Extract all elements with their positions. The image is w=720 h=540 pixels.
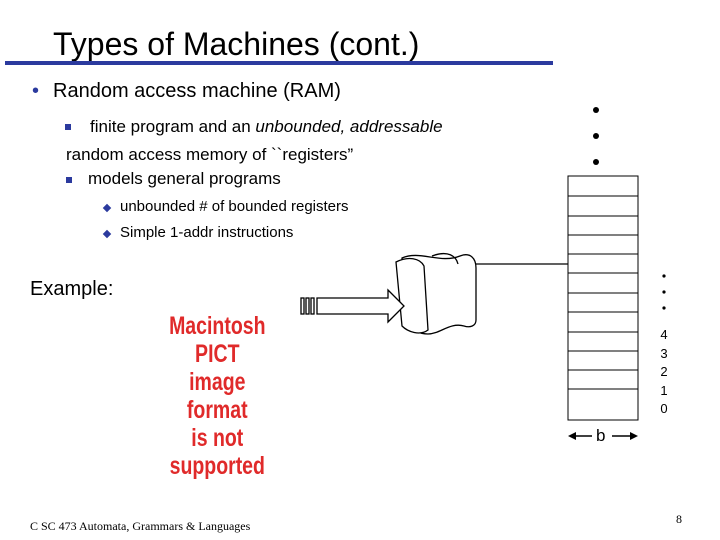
example-label: Example: (30, 278, 114, 300)
ellipsis-dot (593, 107, 599, 113)
square-bullet-icon (65, 124, 71, 130)
sub1-text-part1: finite program and an (90, 117, 256, 136)
register-index: 3 (660, 346, 668, 361)
b-width-arrow (568, 432, 638, 440)
slide-title: Types of Machines (cont.) (53, 26, 420, 62)
title-underline (5, 61, 553, 65)
sub1-text-italic: unbounded, addressable (255, 117, 443, 136)
page-number: 8 (676, 512, 682, 526)
sub-bullet-models: models general programs (66, 169, 281, 189)
bullet-ram-text: Random access machine (RAM) (53, 80, 341, 102)
bullet-ram: • Random access machine (RAM) (32, 80, 341, 103)
register-column (567, 175, 639, 421)
sub3-text: unbounded # of bounded registers (120, 198, 349, 215)
ellipsis-dot (662, 274, 666, 278)
pict-placeholder: Macintosh PICT image format is not suppo… (158, 312, 277, 480)
pict-line: is not supported (169, 424, 265, 480)
ellipsis-dot (662, 290, 666, 294)
sub3-item: unbounded # of bounded registers (102, 198, 349, 215)
register-index: 1 (660, 383, 668, 398)
register-index: 4 (660, 327, 668, 342)
sub3-text: Simple 1-addr instructions (120, 224, 294, 241)
program-scroll-icon (395, 252, 477, 335)
ellipsis-dot (593, 133, 599, 139)
square-bullet-icon (66, 176, 72, 183)
register-index: 2 (660, 364, 668, 379)
sub3-item: Simple 1-addr instructions (102, 224, 294, 241)
pict-line: image format (186, 368, 248, 424)
register-index: 0 (660, 401, 668, 416)
b-label: b (596, 426, 606, 445)
bullet-dot-icon: • (32, 80, 40, 102)
sub-bullet-finite-program: finite program and an unbounded, address… (65, 113, 526, 169)
ellipsis-dot (593, 159, 599, 165)
footer-course: C SC 473 Automata, Grammars & Languages (30, 519, 251, 533)
input-arrow-icon (300, 288, 405, 324)
pict-line: Macintosh PICT (169, 312, 266, 368)
ellipsis-dot (662, 306, 666, 310)
sub1-text-part2: random access memory of ``registers” (66, 145, 354, 164)
sub2-text: models general programs (88, 169, 281, 188)
